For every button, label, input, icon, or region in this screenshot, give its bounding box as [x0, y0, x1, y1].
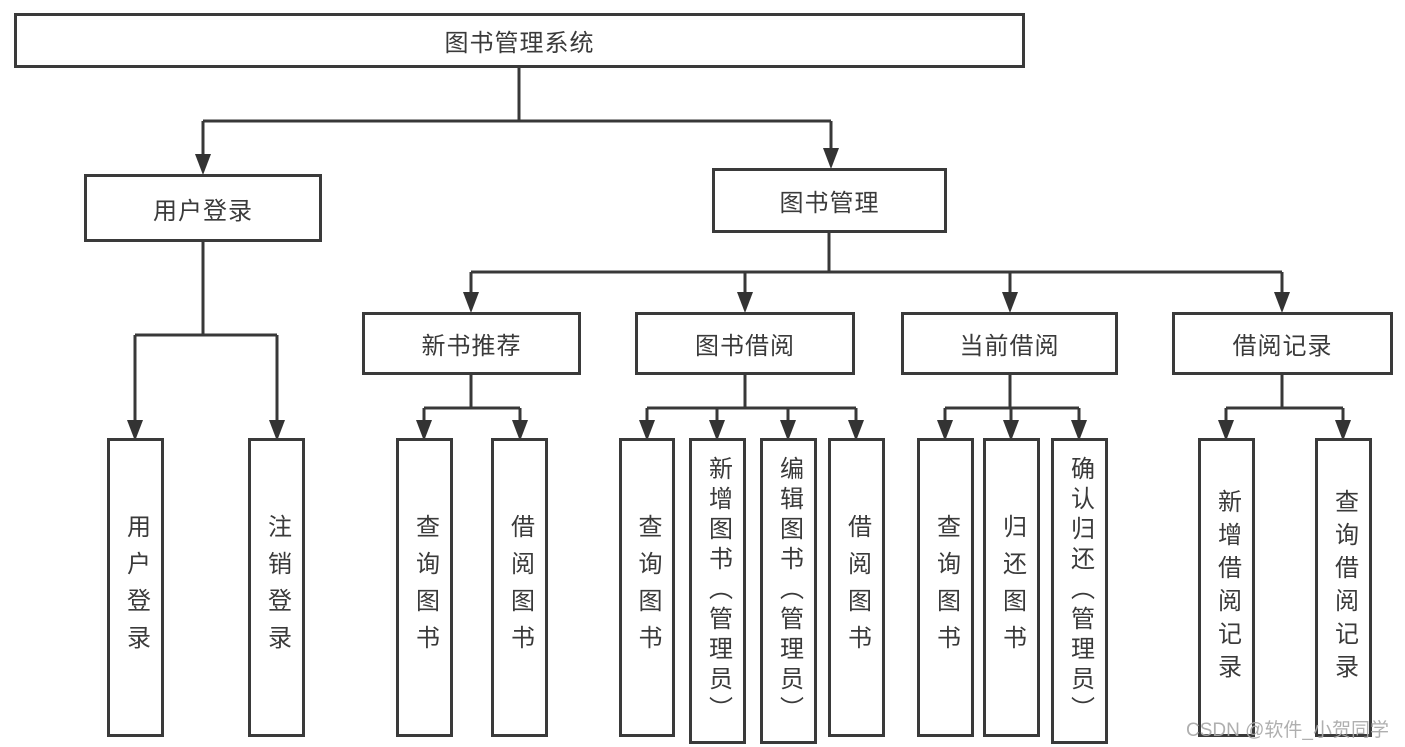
leaf-borrow-query-books-label: 查询图书: [634, 513, 661, 662]
node-current-borrow: 当前借阅: [901, 312, 1118, 375]
node-borrow-records-label: 借阅记录: [1232, 333, 1333, 360]
leaf-logout-label: 注销登录: [263, 513, 291, 662]
leaf-current-query-books-label: 查询图书: [932, 513, 960, 662]
leaf-add-borrow-record-label: 新增借阅记录: [1213, 488, 1241, 687]
leaf-query-borrow-record-label: 查询借阅记录: [1330, 488, 1358, 687]
node-book-management: 图书管理: [712, 168, 947, 233]
leaf-recommend-borrow-books: 借阅图书: [491, 438, 548, 737]
leaf-add-books-admin: 新增图书（管理员）: [689, 438, 746, 744]
leaf-return-books-label: 归还图书: [998, 513, 1026, 662]
leaf-borrow-books-label: 借阅图书: [843, 513, 871, 662]
node-root: 图书管理系统: [14, 13, 1025, 68]
node-user-login-label: 用户登录: [153, 197, 253, 225]
leaf-user-login-label: 用户登录: [122, 513, 150, 662]
leaf-user-login: 用户登录: [107, 438, 164, 737]
leaf-add-books-admin-label: 新增图书（管理员）: [704, 456, 732, 726]
leaf-recommend-query-books: 查询图书: [396, 438, 453, 737]
leaf-add-borrow-record: 新增借阅记录: [1198, 438, 1255, 737]
leaf-confirm-return-admin: 确认归还（管理员）: [1051, 438, 1108, 744]
leaf-return-books: 归还图书: [983, 438, 1040, 737]
leaf-recommend-borrow-books-label: 借阅图书: [506, 513, 534, 662]
node-book-borrow: 图书借阅: [635, 312, 855, 375]
leaf-edit-books-admin: 编辑图书（管理员）: [760, 438, 817, 744]
arrowheads: [127, 148, 1351, 441]
node-new-book-recommend: 新书推荐: [362, 312, 581, 375]
leaf-confirm-return-admin-label: 确认归还（管理员）: [1066, 456, 1094, 726]
leaf-borrow-books: 借阅图书: [828, 438, 885, 737]
node-current-borrow-label: 当前借阅: [959, 333, 1060, 360]
node-root-label: 图书管理系统: [444, 30, 595, 57]
node-book-management-label: 图书管理: [779, 190, 880, 217]
watermark: CSDN @软件_小贺同学: [1186, 720, 1389, 741]
node-new-book-recommend-label: 新书推荐: [421, 333, 522, 360]
node-user-login: 用户登录: [84, 174, 322, 242]
node-book-borrow-label: 图书借阅: [695, 333, 795, 360]
leaf-query-borrow-record: 查询借阅记录: [1315, 438, 1372, 737]
leaf-recommend-query-books-label: 查询图书: [411, 513, 439, 662]
leaf-logout: 注销登录: [248, 438, 305, 737]
node-borrow-records: 借阅记录: [1172, 312, 1393, 375]
leaf-borrow-query-books: 查询图书: [619, 438, 675, 737]
leaf-edit-books-admin-label: 编辑图书（管理员）: [775, 456, 803, 726]
leaf-current-query-books: 查询图书: [917, 438, 974, 737]
